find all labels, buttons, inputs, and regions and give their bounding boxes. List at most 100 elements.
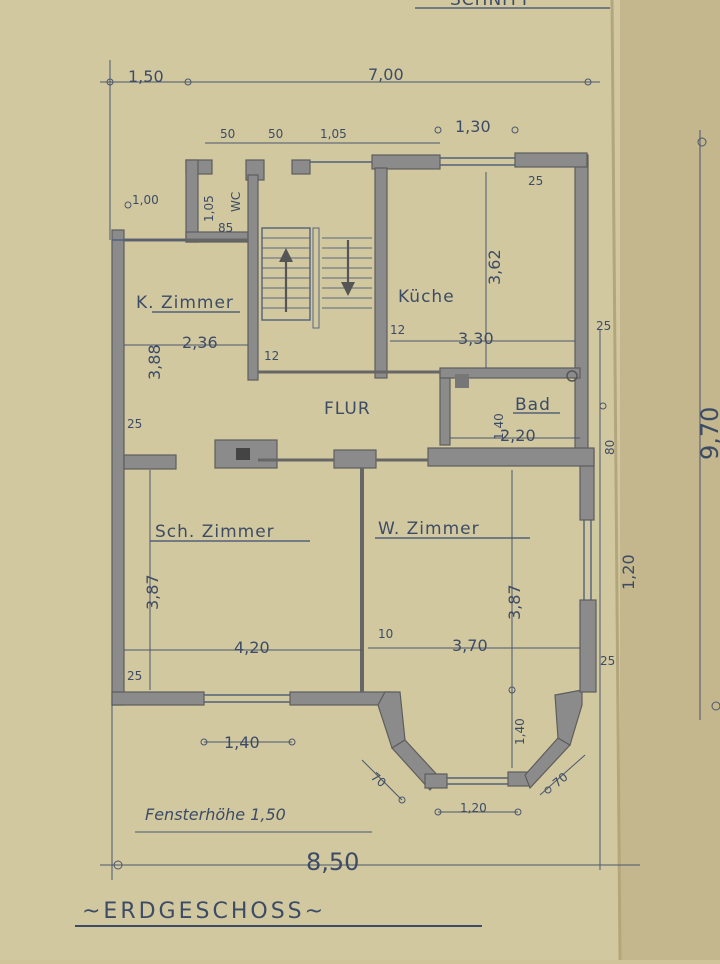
wall-kitchen-left [374, 167, 388, 379]
wc-dim-1-05: 1,05 [202, 195, 216, 222]
wall-bottom-mid [289, 691, 391, 706]
bay-diag-dim-right [539, 754, 586, 796]
right-dimensions: 80 1,20 9,70 [599, 130, 720, 870]
dim-50-a: 50 [220, 127, 235, 141]
dim-tick [514, 808, 522, 816]
dim-tick [697, 137, 707, 147]
mark-1-00: 1,00 [132, 193, 159, 207]
bay-pier-left [424, 773, 448, 789]
mark-25-left: 25 [127, 417, 142, 431]
dim-tick [124, 201, 132, 209]
kueche-depth: 3,62 [485, 249, 504, 285]
wall-left [111, 229, 125, 706]
staircase [261, 227, 372, 329]
wzimmer-width: 3,70 [452, 636, 488, 655]
window-height-note: Fensterhöhe 1,50 [145, 805, 286, 824]
dim-tick [184, 78, 192, 86]
dim-7-00: 7,00 [368, 65, 404, 84]
kzimmer-width: 2,36 [182, 333, 218, 352]
right-dim-9-70: 9,70 [696, 407, 720, 460]
dim-tick [511, 126, 519, 134]
mark-25-bottom: 25 [127, 669, 142, 683]
walls [111, 152, 597, 791]
chimney-small [291, 159, 311, 175]
dim-tick [544, 786, 552, 794]
mark-25-right-low: 25 [600, 654, 615, 668]
wall-stair-left [247, 174, 259, 381]
room-flur: FLUR [324, 399, 371, 419]
mark-10: 10 [378, 627, 393, 641]
kueche-width: 3,30 [458, 329, 494, 348]
dim-tick [288, 738, 296, 746]
dim-tick [434, 808, 442, 816]
wall-mid-chimney [214, 439, 278, 469]
room-bad: Bad [515, 395, 551, 415]
room-dimensions: 2,36 3,88 3,62 3,30 1,40 2,20 3,87 4,20 … [124, 172, 580, 690]
floor-title: ~ERDGESCHOSS~ [82, 899, 326, 924]
top-label: SCHNITT [450, 0, 531, 10]
dim-tick [584, 78, 592, 86]
room-schzimmer: Sch. Zimmer [155, 522, 275, 542]
dim-tick [106, 78, 114, 86]
mark-12-kitchen: 12 [390, 323, 405, 337]
dim-50-b: 50 [268, 127, 283, 141]
mark-25-right: 25 [596, 319, 611, 333]
arrow-up-head-icon [279, 248, 293, 262]
total-dim-8-50: 8,50 [306, 848, 359, 876]
stair-spine [312, 227, 320, 329]
room-kzimmer: K. Zimmer [136, 293, 234, 313]
mark-25-top: 25 [528, 174, 543, 188]
bath-drain-icon [566, 370, 578, 382]
top-dimensions: 1,50 7,00 50 50 1,05 1,30 [100, 60, 600, 240]
wc-label: WC [229, 192, 243, 212]
wall-mid-left [123, 454, 177, 470]
schzimmer-width: 4,20 [234, 638, 270, 657]
dim-tick [599, 402, 607, 410]
bay-dim-1-20: 1,20 [460, 801, 487, 815]
bay-diag-dim-left [361, 759, 403, 801]
wall-mid-right [427, 447, 595, 467]
wzimmer-depth: 3,87 [505, 584, 524, 620]
kzimmer-depth: 3,88 [145, 344, 164, 380]
bad-depth: 1,40 [492, 413, 506, 440]
right-dim-1-20: 1,20 [619, 554, 638, 590]
dim-tick [508, 686, 516, 694]
wall-mid-center [333, 449, 377, 469]
dim-1-30: 1,30 [455, 117, 491, 136]
wall-top-right [514, 152, 588, 168]
window-dim-1-40: 1,40 [224, 733, 260, 752]
bay-wall-right [554, 689, 583, 746]
wall-right-upper [574, 154, 589, 456]
room-kueche: Küche [398, 287, 455, 307]
mark-12-stair: 12 [264, 349, 279, 363]
dim-tick [398, 796, 406, 804]
dim-tick [434, 126, 442, 134]
wall-top-kitchen [371, 154, 441, 170]
room-wzimmer: W. Zimmer [378, 519, 480, 539]
schzimmer-depth: 3,87 [143, 574, 162, 610]
paper-fold-shadow [620, 0, 720, 960]
right-dim-80: 80 [603, 440, 617, 455]
paper-fold-line [610, 0, 622, 961]
dim-tick [200, 738, 208, 746]
bath-fixture-icon [455, 374, 469, 388]
wall-wc-left [185, 159, 199, 243]
stair-flight-up [261, 227, 311, 321]
wall-right-lower [579, 599, 597, 693]
dim-tick [711, 701, 720, 711]
bay-depth-1-40: 1,40 [513, 718, 527, 745]
wall-bad-left [439, 369, 451, 446]
bad-width: 2,20 [500, 426, 536, 445]
chimney-flue-icon [236, 448, 250, 460]
wall-bottom-left [111, 691, 205, 706]
dim-1-05: 1,05 [320, 127, 347, 141]
windows [112, 157, 592, 785]
arrow-down-head-icon [341, 282, 355, 296]
wall-thickness-marks: 25 25 25 25 25 12 12 10 1,00 [124, 174, 615, 683]
bottom-dimensions: 1,40 1,40 70 70 1,20 8,50 [100, 686, 640, 880]
dim-1-50: 1,50 [128, 67, 164, 86]
wc-dim-85: 85 [218, 221, 233, 235]
dim-tick [113, 860, 123, 870]
